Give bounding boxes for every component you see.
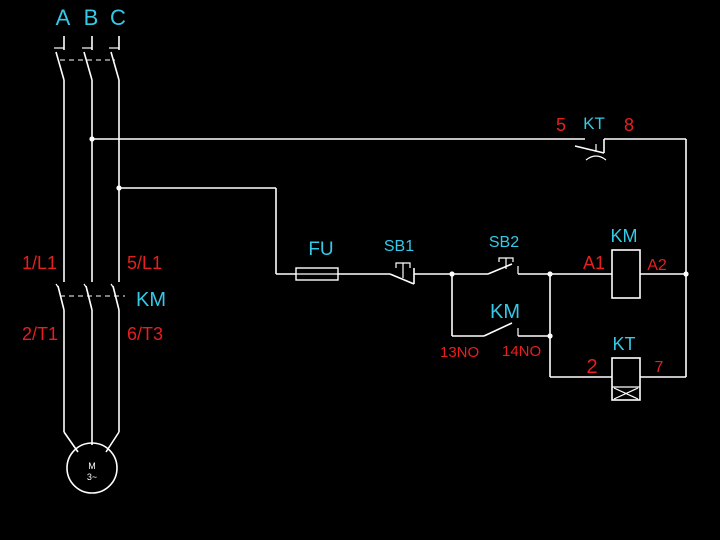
timer-contact-terminal-8: 8 — [624, 115, 634, 135]
coil-terminal-a1: A1 — [583, 253, 605, 273]
control-feed-wires — [89, 136, 585, 275]
stop-button-label: SB1 — [384, 238, 414, 255]
fuse-symbol — [295, 267, 390, 281]
timer-contact-terminal-5: 5 — [556, 115, 566, 135]
terminal-2-t1: 2/T1 — [22, 324, 58, 344]
main-isolator-switch — [54, 36, 120, 81]
coil-terminal-a2: A2 — [647, 257, 667, 274]
motor-symbol — [66, 442, 118, 494]
contactor-coil-label: KM — [611, 226, 638, 246]
fuse-label: FU — [308, 239, 333, 260]
phase-c-label: C — [110, 5, 126, 30]
timer-coil-branch — [550, 357, 686, 401]
phase-b-label: B — [84, 5, 99, 30]
timer-delay-contact — [574, 138, 687, 377]
phase-conductors — [63, 80, 120, 282]
main-contactor-label: KM — [136, 289, 166, 311]
contactor-coil-branch — [547, 249, 689, 377]
holding-contact-label: KM — [490, 301, 520, 323]
motor-label-phase: 3~ — [87, 472, 97, 482]
start-button-label: SB2 — [489, 234, 519, 251]
timer-contact-label: KT — [583, 114, 605, 133]
phase-a-label: A — [56, 5, 71, 30]
terminal-6-t3: 6/T3 — [127, 324, 163, 344]
holding-contact-km — [451, 274, 553, 339]
timer-coil-terminal-7: 7 — [655, 359, 664, 376]
start-button-sb2 — [449, 257, 550, 277]
terminal-5-l1: 5/L1 — [127, 253, 162, 273]
timer-coil-label: KT — [612, 334, 635, 354]
motor-leads — [63, 310, 120, 453]
timer-coil-terminal-2: 2 — [586, 356, 597, 378]
main-contactor-contacts — [55, 283, 125, 311]
aux-terminal-14no: 14NO — [502, 343, 541, 360]
stop-button-sb1 — [389, 262, 452, 285]
motor-label-m: M — [88, 461, 96, 471]
aux-terminal-13no: 13NO — [440, 344, 479, 361]
terminal-1-l1: 1/L1 — [22, 253, 57, 273]
